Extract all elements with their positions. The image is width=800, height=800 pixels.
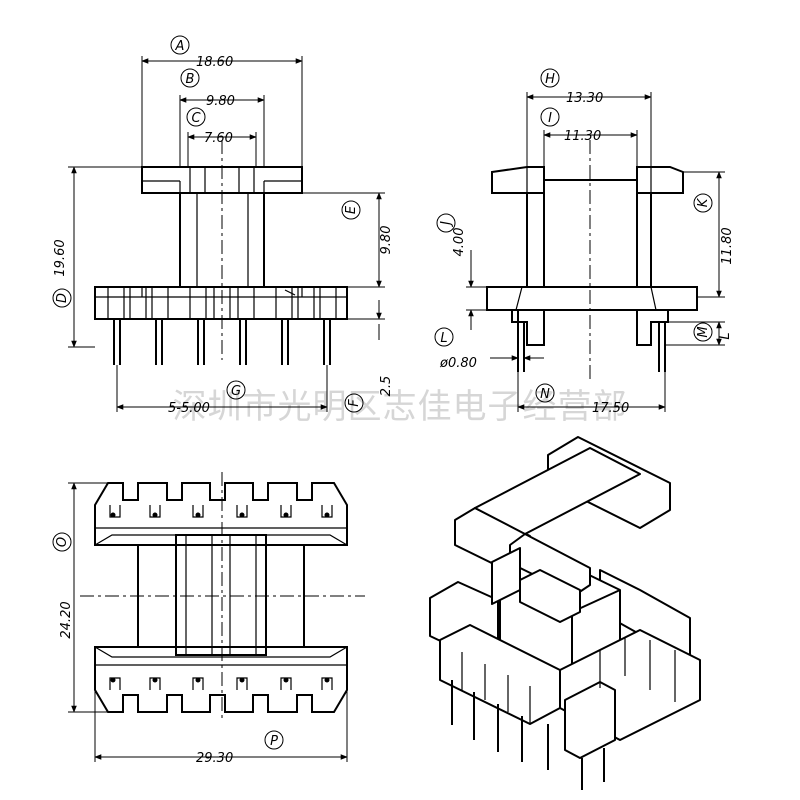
side-view: 13.30 H 11.30 I 4.00 J 11.80 K L M <box>434 68 735 416</box>
label-g: G <box>231 384 241 399</box>
label-a: A <box>175 39 185 54</box>
dim-f-value: 2.5 <box>379 376 394 397</box>
top-view: 24.20 O 29.30 P <box>52 472 365 766</box>
dim-g-value: 5-5.00 <box>168 401 210 416</box>
label-m: M <box>696 326 711 337</box>
dim-n-value: 17.50 <box>592 401 629 416</box>
label-n: N <box>540 387 550 402</box>
dim-m-value: L <box>718 332 733 339</box>
dim-d-value: 19.60 <box>53 239 68 276</box>
dim-c-value: 7.60 <box>204 131 233 146</box>
label-l: L <box>440 331 447 346</box>
label-f: F <box>347 399 362 407</box>
label-p: P <box>270 734 278 749</box>
dim-a-value: 18.60 <box>196 55 233 70</box>
label-b: B <box>186 72 195 87</box>
label-e: E <box>344 205 359 214</box>
dim-p-value: 29.30 <box>196 751 233 766</box>
label-k: K <box>696 197 711 207</box>
dim-h-value: 13.30 <box>566 91 603 106</box>
dim-o-value: 24.20 <box>59 601 74 638</box>
dim-j-value: 4.00 <box>452 228 467 257</box>
dim-e-value: 9.80 <box>379 226 394 255</box>
label-c: C <box>191 111 201 126</box>
dim-l-value: ø0.80 <box>439 356 477 371</box>
dim-i-value: 11.30 <box>564 129 601 144</box>
isometric-view <box>429 436 701 790</box>
label-d: D <box>55 293 70 303</box>
dim-b-value: 9.80 <box>206 94 235 109</box>
front-view: 18.60 A 9.80 B 7.60 C 19.60 D 9.80 E <box>52 35 394 416</box>
label-j: J <box>439 221 454 228</box>
label-i: I <box>548 111 552 126</box>
label-h: H <box>545 72 555 87</box>
label-o: O <box>55 537 70 547</box>
dim-k-value: 11.80 <box>720 227 735 264</box>
